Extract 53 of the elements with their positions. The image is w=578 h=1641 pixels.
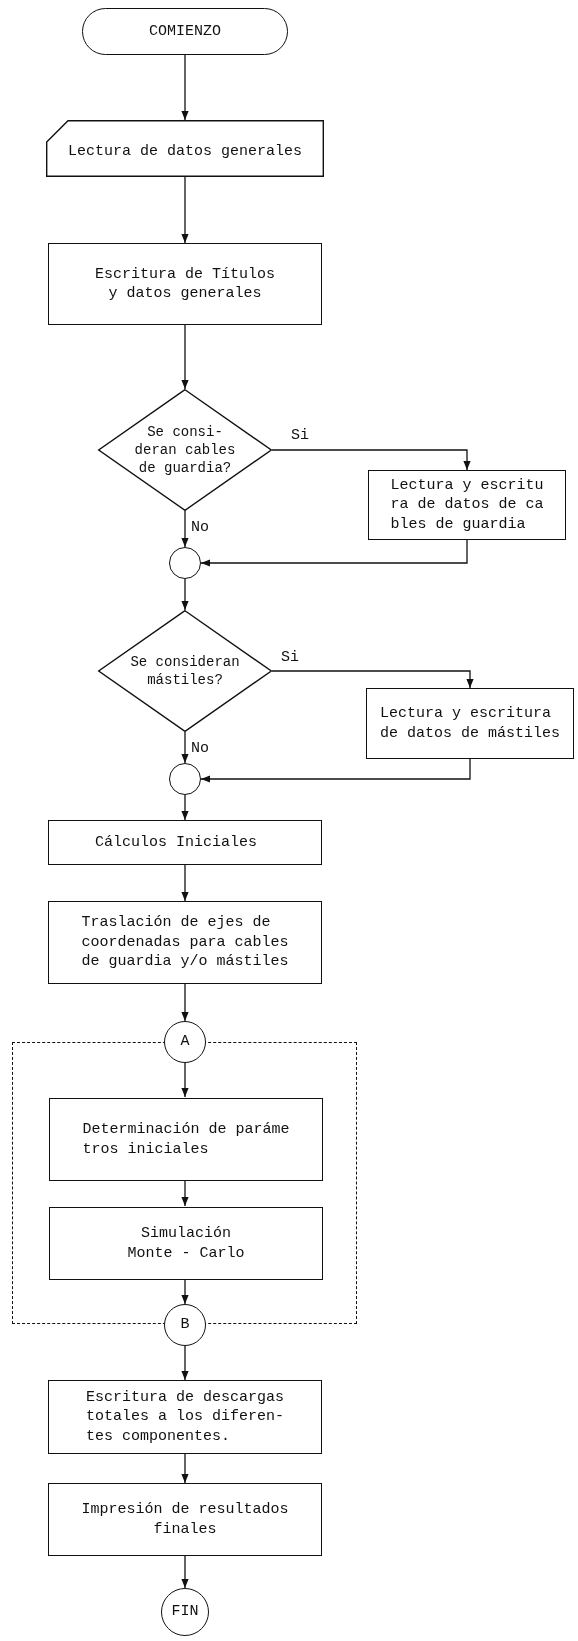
process-box: [49, 1207, 323, 1280]
connector-circle: [161, 1588, 209, 1636]
node-text: A: [179, 1032, 191, 1052]
node-text: Lectura de datos generales: [68, 141, 302, 162]
node-text: FIN: [171, 1602, 199, 1622]
process-box: [48, 1483, 322, 1556]
arrow: [181, 1062, 189, 1098]
node-text: Se consi- deran cables de guardia?: [133, 422, 237, 478]
arrow: [181, 983, 189, 1022]
node-text: Se consideran mástiles?: [130, 652, 240, 690]
arrow: [181, 578, 189, 611]
manual-input-box: [46, 120, 324, 177]
arrow: [181, 54, 189, 121]
arrow: [200, 539, 468, 567]
connector-circle: [169, 547, 201, 579]
arrow: [181, 1278, 189, 1305]
node-text: COMIENZO: [148, 21, 222, 42]
process-box: [48, 243, 322, 325]
arrow: [181, 864, 189, 902]
node-text: Lectura y escritura de datos de mástiles: [380, 704, 560, 743]
process-box: [48, 820, 322, 865]
arrow: [200, 758, 471, 783]
arrow: [181, 1555, 189, 1589]
arrow: [181, 176, 189, 244]
arrow: [181, 510, 189, 548]
node-text: B: [179, 1315, 191, 1335]
decision-diamond: [98, 389, 272, 511]
process-box: [366, 688, 574, 759]
connector-circle: [164, 1304, 206, 1346]
node-text: Traslación de ejes de coordenadas para cables de guardia y/o mástiles: [81, 913, 289, 972]
arrow: [181, 731, 189, 764]
arrow: [271, 449, 471, 471]
process-box: [49, 1098, 323, 1181]
node-text: Lectura y escritu ra de datos de ca bles de guardia: [390, 475, 544, 535]
arrow: [181, 1179, 189, 1207]
arrow: [181, 794, 189, 821]
start-terminal: [82, 8, 288, 55]
node-text: Determinación de paráme tros iniciales: [82, 1120, 290, 1159]
connector-circle: [169, 763, 201, 795]
node-text: Simulación Monte - Carlo: [127, 1224, 245, 1263]
node-text: Escritura de descargas totales a los diferen- tes componentes.: [86, 1387, 284, 1447]
arrow: [271, 670, 474, 689]
process-box: [368, 470, 566, 540]
node-text: Escritura de Títulos y datos generales: [95, 264, 275, 304]
decision-diamond: [98, 610, 272, 732]
connector-circle: [164, 1021, 206, 1063]
node-text: Impresión de resultados finales: [80, 1500, 290, 1539]
arrow: [181, 1453, 189, 1484]
process-box: [48, 901, 322, 984]
process-box: [48, 1380, 322, 1454]
arrow: [181, 1345, 189, 1381]
node-text: Cálculos Iniciales: [95, 832, 258, 853]
arrow: [181, 324, 189, 390]
